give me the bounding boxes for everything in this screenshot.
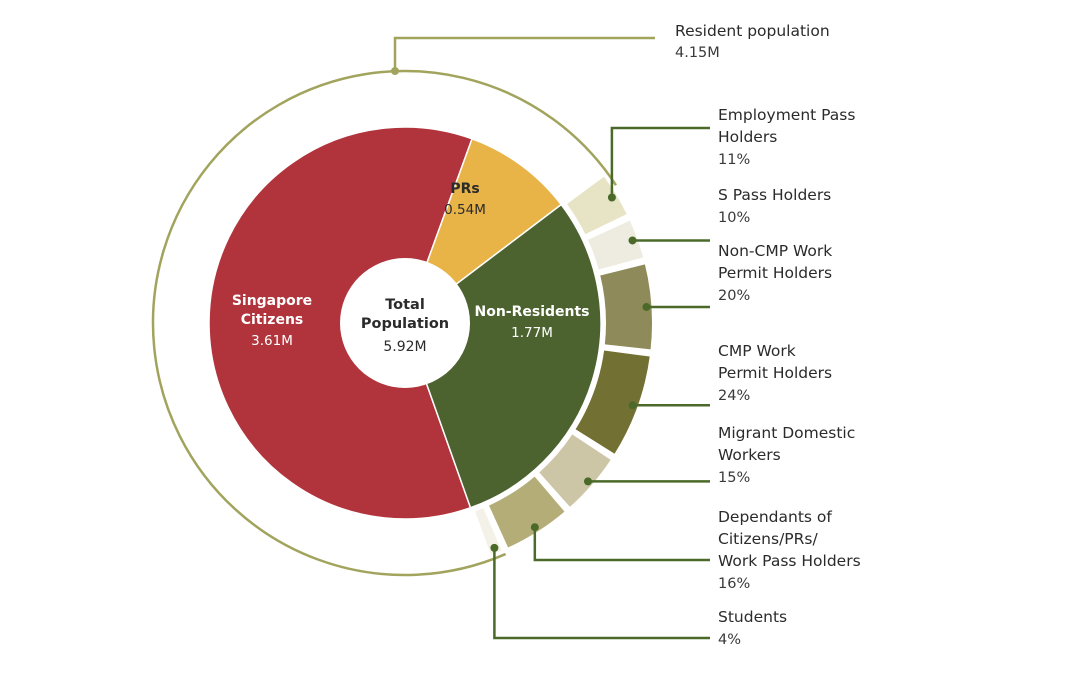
resident-population-label: Resident population <box>675 22 830 40</box>
leader-dot-cmp-work-permit-holders <box>628 401 637 410</box>
center-value: 5.92M <box>383 339 426 355</box>
leader-dot-dependants-of-citizens-prs-work-pass-holders <box>530 523 539 532</box>
ring-segment-dependants-of-citizens-prs-work-pass-holders <box>486 473 568 551</box>
slice-value-prs: 0.54M <box>444 202 486 218</box>
leader-line-dependants-of-citizens-prs-work-pass-holders <box>533 527 710 562</box>
resident-bracket-leader <box>393 36 655 71</box>
slice-label-prs: PRs <box>450 181 479 197</box>
ring-label-students: Students <box>718 608 787 626</box>
ring-segment-non-cmp-work-permit-holders <box>597 261 654 352</box>
leader-dot-students <box>490 543 499 552</box>
leader-dot-employment-pass-holders <box>607 193 616 202</box>
resident-bracket-arc <box>151 69 618 577</box>
ring-percent-dependants-of-citizens-prs-work-pass-holders: 16% <box>718 576 750 592</box>
slice-value-non-residents: 1.77M <box>511 325 553 341</box>
leader-dot-s-pass-holders <box>628 236 637 245</box>
center-circle <box>340 258 470 388</box>
ring-segment-s-pass-holders <box>585 217 646 272</box>
ring-segment-students <box>472 505 505 558</box>
ring-percent-students: 4% <box>718 632 741 648</box>
resident-population-value: 4.15M <box>675 45 720 61</box>
ring-percent-non-cmp-work-permit-holders: 20% <box>718 288 750 304</box>
leader-line-students <box>493 547 710 640</box>
ring-segment-cmp-work-permit-holders <box>572 348 652 457</box>
leader-line-employment-pass-holders <box>610 126 710 198</box>
leader-dot-migrant-domestic-workers <box>583 477 592 486</box>
ring-percent-employment-pass-holders: 11% <box>718 152 750 168</box>
leader-dot-non-cmp-work-permit-holders <box>642 302 651 311</box>
slice-label-non-residents: Non-Residents <box>474 304 589 320</box>
pie-slice-non-residents <box>404 203 602 509</box>
slice-value-singapore-citizens: 3.61M <box>251 333 293 349</box>
ring-percent-migrant-domestic-workers: 15% <box>718 470 750 486</box>
ring-percent-s-pass-holders: 10% <box>718 210 750 226</box>
ring-percent-cmp-work-permit-holders: 24% <box>718 388 750 404</box>
ring-label-s-pass-holders: S Pass Holders <box>718 186 831 204</box>
ring-segment-migrant-domestic-workers <box>536 431 614 510</box>
